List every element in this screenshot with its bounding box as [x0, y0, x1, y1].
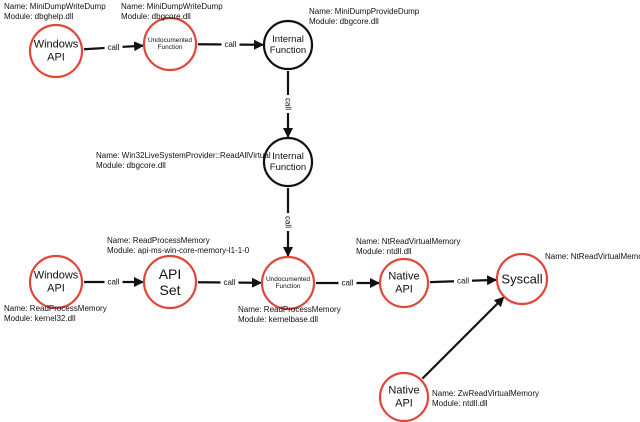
edge-label: call: [107, 278, 119, 287]
node-label: Native: [388, 385, 419, 397]
caption-module: Module: kernel32.dll: [4, 314, 76, 323]
node-label: Undocumented: [148, 37, 192, 44]
node-circle: [28, 23, 84, 79]
caption-name: Name: MiniDumpWriteDump: [4, 2, 106, 11]
node-label: Windows: [34, 39, 79, 51]
node-label: API: [159, 266, 182, 282]
edge-label-background: [104, 42, 123, 53]
node-label: Syscall: [501, 272, 542, 287]
node-circle: [262, 19, 314, 71]
caption-name: Name: ReadProcessMemory: [4, 304, 107, 313]
node-caption-n9: Name: NtReadVirtualMemory: [545, 252, 640, 262]
node-label: API: [47, 51, 65, 63]
node-label: Function: [276, 283, 301, 290]
node-label: Internal: [272, 151, 304, 162]
node-label: Set: [159, 282, 180, 298]
caption-module: Module: ntdll.dll: [356, 247, 412, 256]
caption-module: Module: dbgcore.dll: [309, 17, 379, 26]
node-caption-n4: Name: Win32LiveSystemProvider::ReadAllVi…: [96, 151, 271, 171]
edge-n6-to-n7: call: [197, 277, 263, 288]
edge-label: call: [284, 216, 293, 228]
caption-name: Name: MiniDumpProvideDump: [309, 7, 420, 16]
caption-name: Name: NtReadVirtualMemory: [545, 252, 640, 261]
node-circle: [378, 257, 430, 309]
edge-label: call: [224, 40, 236, 49]
node-circle: [142, 254, 198, 310]
node-label: Internal: [272, 34, 304, 45]
caption-name: Name: NtReadVirtualMemory: [356, 237, 461, 246]
node-label: Function: [270, 45, 306, 56]
node-label: Function: [158, 44, 183, 51]
edge-label: call: [341, 279, 353, 288]
edge-label: call: [457, 277, 469, 286]
node-circle: [262, 136, 314, 188]
caption-name: Name: MiniDumpWriteDump: [121, 2, 223, 11]
node-n9: Syscall: [495, 252, 549, 306]
edge-label-background: [283, 95, 293, 113]
node-circle: [260, 255, 316, 311]
node-circle: [495, 252, 549, 306]
edge-label-background: [338, 278, 357, 288]
caption-name: Name: Win32LiveSystemProvider::ReadAllVi…: [96, 151, 271, 160]
edge-n2-to-n3: call: [197, 39, 265, 50]
caption-name: Name: ZwReadVirtualMemory: [432, 389, 539, 398]
node-label: Undocumented: [266, 276, 310, 283]
edge-arrow: [421, 296, 505, 380]
edge-n5-to-n6: call: [84, 277, 144, 287]
caption-name: Name: ReadProcessMemory: [107, 236, 210, 245]
node-label: API: [395, 283, 413, 295]
caption-module: Module: kernelbase.dll: [238, 315, 319, 324]
edge-label-background: [104, 277, 123, 287]
node-circle: [378, 371, 430, 422]
node-label: API: [47, 282, 65, 294]
edge-label: call: [107, 43, 119, 52]
edge-n1-to-n2: call: [83, 41, 145, 53]
node-label: Function: [270, 162, 306, 173]
caption-module: Module: api-ms-win-core-memory-l1-1-0: [107, 246, 250, 255]
edge-label-background: [283, 213, 293, 231]
edge-n7-to-n8: call: [316, 278, 380, 288]
node-circle: [142, 16, 198, 72]
node-label: Windows: [34, 270, 79, 282]
edge-n8-to-n9: call: [429, 275, 498, 286]
edge-label: call: [223, 278, 235, 287]
caption-module: Module: dbghelp.dll: [4, 12, 74, 21]
caption-module: Module: dbgcore.dll: [121, 12, 191, 21]
edge-label-background: [220, 277, 239, 288]
edge-label-background: [454, 276, 472, 286]
caption-name: Name: ReadProcessMemory: [238, 305, 341, 314]
edge-label: call: [284, 98, 293, 110]
caption-module: Module: dbgcore.dll: [96, 161, 166, 170]
edge-n3-to-n4: call: [283, 71, 293, 138]
caption-module: Module: ntdll.dll: [432, 399, 488, 408]
node-label: API: [395, 397, 413, 409]
edge-label-background: [221, 39, 240, 50]
node-label: Native: [388, 271, 419, 283]
edge-n10-to-n9: [421, 296, 505, 380]
node-circle: [28, 254, 84, 310]
edge-n4-to-n7: call: [283, 188, 293, 257]
